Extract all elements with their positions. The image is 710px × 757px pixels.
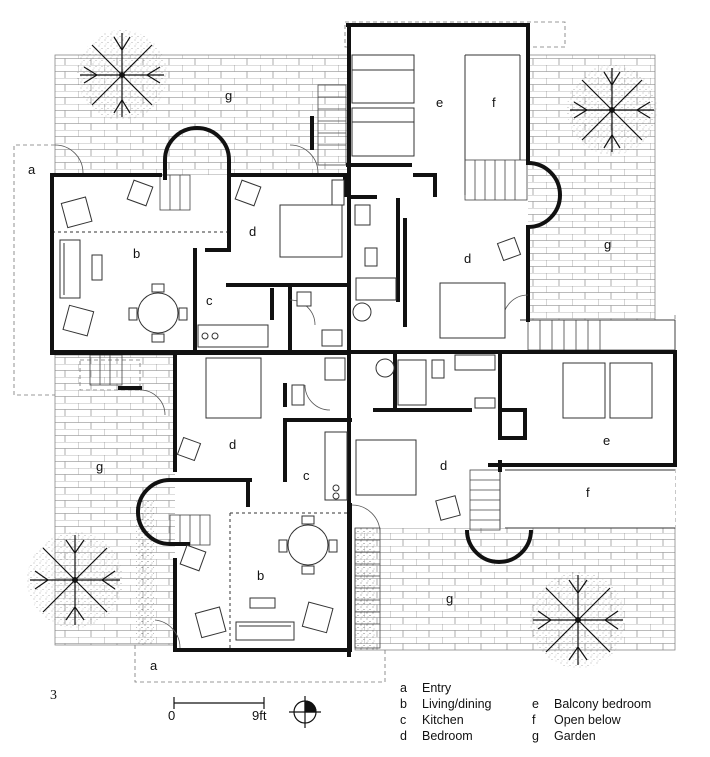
legend-item-bedroom: d Bedroom: [400, 728, 492, 744]
room-label-c: c: [303, 468, 310, 483]
furniture: [59, 54, 653, 641]
legend-key: d: [400, 729, 407, 743]
legend-item-kitchen: c Kitchen: [400, 712, 492, 728]
legend-text: Living/dining: [422, 697, 492, 711]
legend-item-open-below: f Open below: [532, 712, 651, 728]
room-label-g: g: [446, 591, 453, 606]
room-label-d: d: [249, 224, 256, 239]
legend-key: c: [400, 713, 407, 727]
room-label-d: d: [464, 251, 471, 266]
room-label-b: b: [133, 246, 140, 261]
legend-column-1: a Entry b Living/dining c Kitchen d Bedroom: [400, 680, 492, 744]
legend-column-2: e Balcony bedroom f Open below g Garden: [532, 696, 651, 744]
north-arrow-icon: [289, 696, 321, 728]
room-label-g: g: [604, 237, 611, 252]
scale-start-label: 0: [168, 708, 176, 723]
legend-key: f: [532, 713, 536, 727]
room-label-d: d: [229, 437, 236, 452]
legend-key: e: [532, 697, 539, 711]
walls: [50, 23, 677, 657]
legend-item-entry: a Entry: [400, 680, 492, 696]
legend-key: b: [400, 697, 407, 711]
room-label-a: a: [28, 162, 36, 177]
legend-text: Kitchen: [422, 713, 464, 727]
room-label-f: f: [492, 95, 496, 110]
tree-icon: [77, 30, 167, 120]
room-label-c: c: [206, 293, 213, 308]
legend-text: Garden: [554, 729, 596, 743]
stairs: [89, 84, 676, 649]
tree-icon: [530, 572, 626, 668]
scale-end-label: 9ft: [252, 708, 267, 723]
room-label-g: g: [96, 459, 103, 474]
legend-key: g: [532, 729, 539, 743]
tree-icon: [567, 65, 657, 155]
legend-text: Bedroom: [422, 729, 473, 743]
room-label-a: a: [150, 658, 158, 673]
legend-text: Balcony bedroom: [554, 697, 652, 711]
legend-text: Open below: [554, 713, 621, 727]
figure-number: 3: [50, 688, 57, 703]
room-label-e: e: [436, 95, 443, 110]
tree-icon: [27, 532, 123, 628]
legend-text: Entry: [422, 681, 452, 695]
legend-item-garden: g Garden: [532, 728, 651, 744]
room-labels: a a b b c c d d d d e e f f g g g g: [28, 88, 611, 673]
legend-item-living: b Living/dining: [400, 696, 492, 712]
legend-item-balcony-bedroom: e Balcony bedroom: [532, 696, 651, 712]
legend-key: a: [400, 681, 407, 695]
room-label-g: g: [225, 88, 232, 103]
curved-walls: [136, 126, 562, 564]
scale-bar: [173, 697, 265, 709]
room-label-b: b: [257, 568, 264, 583]
room-label-f: f: [586, 485, 590, 500]
room-label-d: d: [440, 458, 447, 473]
room-label-e: e: [603, 433, 610, 448]
